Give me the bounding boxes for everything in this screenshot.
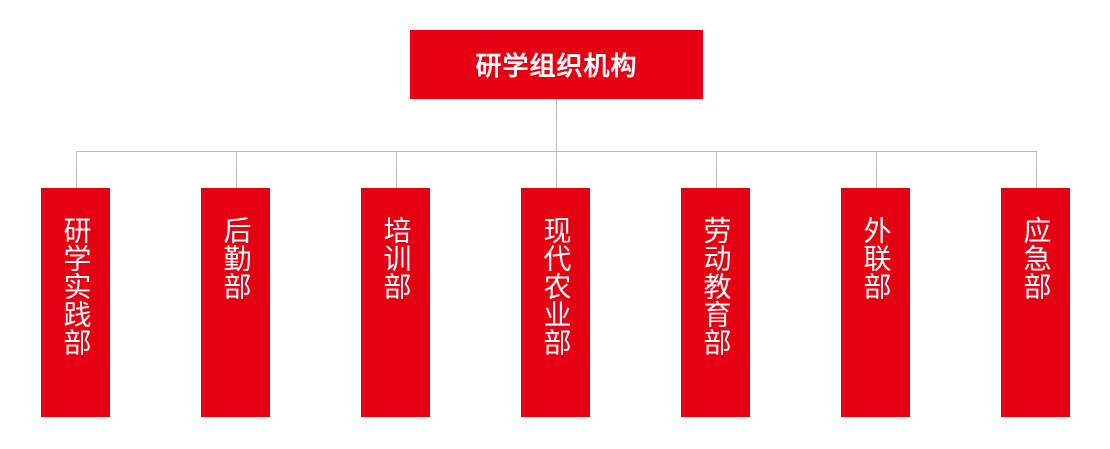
dept-label: 应急部 — [1019, 216, 1053, 300]
dept-label: 现代农业部 — [539, 216, 573, 356]
dept-label: 外联部 — [859, 216, 893, 300]
branch-line-6 — [876, 151, 877, 188]
dept-box-training: 培训部 — [361, 188, 430, 417]
org-root-box: 研学组织机构 — [410, 30, 703, 99]
dept-box-labor-education: 劳动教育部 — [681, 188, 750, 417]
dept-box-research-practice: 研学实践部 — [41, 188, 110, 417]
branch-line-1 — [76, 151, 77, 188]
dept-box-logistics: 后勤部 — [201, 188, 270, 417]
branch-line-3 — [396, 151, 397, 188]
dept-box-modern-agriculture: 现代农业部 — [521, 188, 590, 417]
dept-label: 后勤部 — [219, 216, 253, 300]
branch-line-4 — [556, 151, 557, 188]
dept-box-external-relations: 外联部 — [841, 188, 910, 417]
branch-line-5 — [716, 151, 717, 188]
branch-line-7 — [1036, 151, 1037, 188]
branch-line-2 — [236, 151, 237, 188]
org-root-title: 研学组织机构 — [475, 52, 638, 82]
dept-label: 劳动教育部 — [699, 216, 733, 356]
dept-label: 研学实践部 — [59, 216, 93, 356]
root-stem-line — [556, 99, 557, 152]
dept-label: 培训部 — [379, 216, 413, 300]
dept-box-emergency: 应急部 — [1001, 188, 1070, 417]
